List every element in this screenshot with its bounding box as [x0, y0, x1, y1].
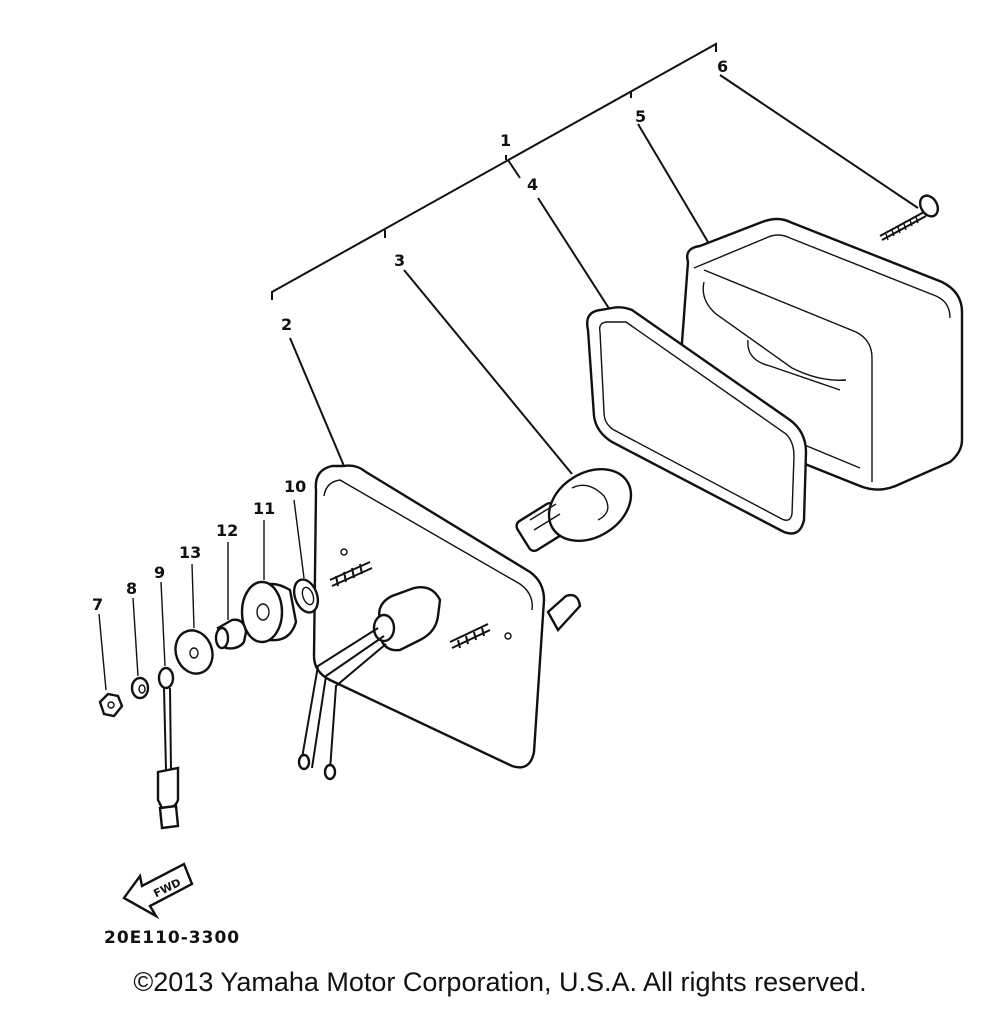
nut-7 [98, 692, 124, 718]
callout-5: 5 [635, 107, 646, 126]
forward-arrow-icon: FWD [122, 862, 194, 920]
small-part-leaders [98, 499, 305, 691]
copyright-notice: ©2013 Yamaha Motor Corporation, U.S.A. A… [133, 967, 867, 997]
callout-12: 12 [216, 521, 238, 540]
diagram-code: 20E110-3300 [104, 928, 240, 948]
leader-lines [271, 42, 919, 475]
bulb [515, 468, 633, 553]
callout-11: 11 [253, 499, 275, 518]
callout-3: 3 [394, 251, 405, 270]
spring-washer-8 [130, 676, 150, 700]
collar-12 [214, 618, 248, 650]
ground-lead-9 [156, 666, 180, 830]
callout-2: 2 [281, 315, 292, 334]
callout-9: 9 [154, 563, 165, 582]
callout-10: 10 [284, 477, 306, 496]
callout-6: 6 [717, 57, 728, 76]
grommet-11 [240, 580, 298, 644]
callout-4: 4 [527, 175, 538, 194]
callout-1: 1 [500, 131, 511, 150]
washer-10 [292, 578, 320, 614]
callout-7: 7 [92, 595, 103, 614]
callout-8: 8 [126, 579, 137, 598]
gasket [586, 306, 808, 535]
base-plate [297, 464, 582, 781]
callout-13: 13 [179, 543, 201, 562]
washer-13 [174, 629, 214, 675]
screw [879, 194, 940, 241]
